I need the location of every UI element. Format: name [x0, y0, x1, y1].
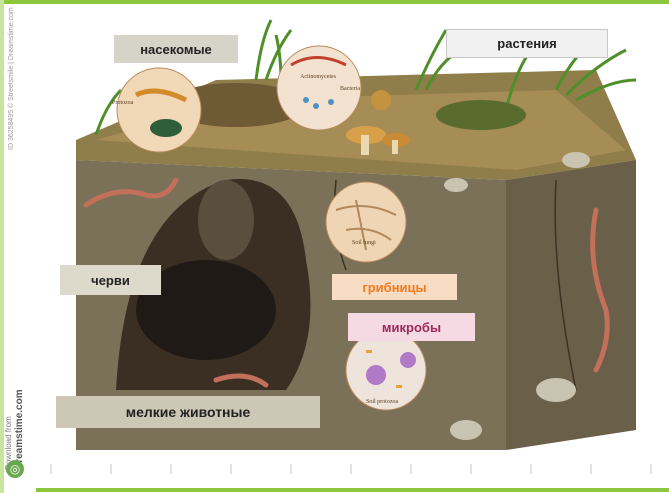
top-border	[0, 0, 669, 4]
watermark-brand: Dreamstime.com	[14, 389, 25, 470]
watermark-strip: ID 36258495 © Streetsmile | Dreamstime.c…	[0, 0, 30, 493]
label-fungi: грибницы	[332, 274, 457, 300]
insects-inset	[117, 68, 201, 152]
label-microbes: микробы	[348, 313, 475, 341]
ruler-ticks	[46, 464, 656, 478]
soil-side-face	[506, 160, 636, 450]
watermark-side-text: ID 36258495 © Streetsmile | Dreamstime.c…	[8, 7, 15, 150]
dreamstime-logo-icon: ◎	[6, 460, 24, 478]
snail-icon	[371, 90, 391, 110]
label-plants: растения	[446, 29, 608, 58]
bottom-border	[36, 488, 669, 492]
label-small-animals: мелкие животные	[56, 396, 320, 428]
earthworm-body	[198, 180, 254, 260]
label-worms: черви	[60, 265, 161, 295]
label-insects: насекомые	[114, 35, 238, 63]
protozoa-inset	[346, 330, 426, 410]
